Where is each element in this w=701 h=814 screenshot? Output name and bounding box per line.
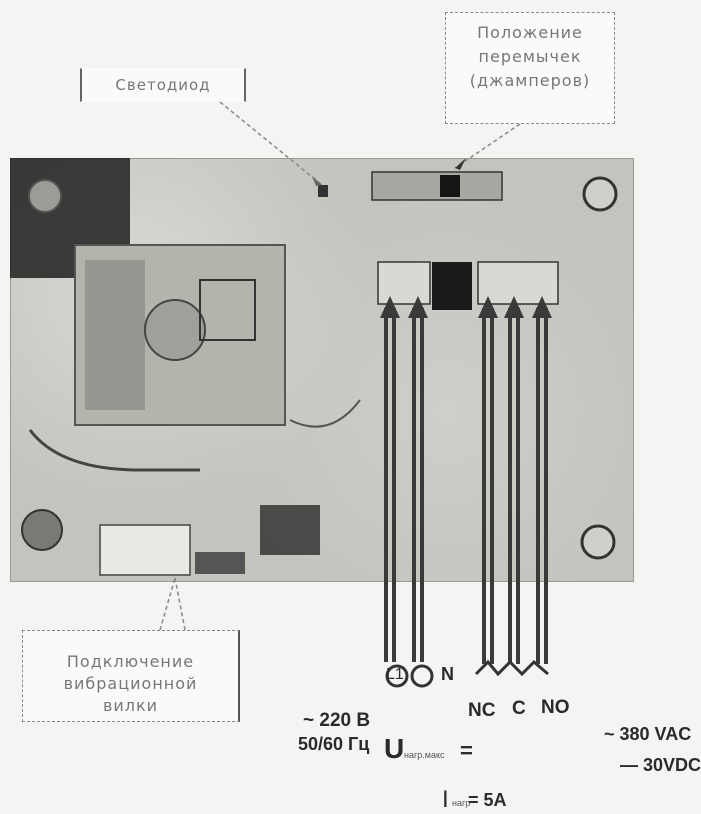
terminal-label-n: N	[441, 664, 454, 684]
arrow-c	[504, 296, 524, 318]
vibration-plug-callout: Подключение вибрационной вилки	[22, 630, 240, 722]
connector-small	[195, 552, 245, 574]
jumpers-label-line1: Положение	[477, 23, 583, 42]
dc-rating: — 30VDC	[620, 755, 701, 775]
callout-pointers	[159, 101, 521, 631]
chip	[199, 279, 256, 341]
arrow-nc	[478, 296, 498, 318]
current-rating: = 5А	[468, 790, 507, 810]
jumpers-label-line2: перемычек	[478, 47, 582, 66]
terminal-loop-n	[410, 664, 434, 688]
terminal-gap	[432, 262, 472, 310]
jumper-pointer	[454, 123, 521, 169]
pcb-trace	[289, 399, 361, 428]
wires	[384, 308, 548, 664]
terminal-ends-relay	[474, 659, 549, 677]
vib-pointer	[159, 577, 176, 631]
vib-pointer	[174, 577, 186, 631]
voltage-symbol: U	[384, 733, 405, 764]
current-symbol: I	[442, 786, 449, 813]
terminal-loop-l1	[385, 664, 409, 688]
ac-rating: ~ 380 VAC	[604, 724, 692, 744]
arrow-no	[532, 296, 552, 318]
relay-coil	[85, 260, 145, 410]
vib-label-line1: Подключение	[66, 652, 195, 671]
mounting-hole	[582, 176, 618, 212]
capacitor	[144, 299, 206, 361]
wire-arrows	[380, 296, 552, 318]
supply-frequency: 50/60 Гц	[298, 734, 370, 754]
led-pointer-arrow	[312, 176, 322, 186]
jumper	[440, 175, 460, 197]
mounting-hole	[28, 179, 62, 213]
arrow-l1	[380, 296, 400, 318]
jumpers-label-line3: (джамперов)	[469, 71, 591, 90]
arrow-n	[408, 296, 428, 318]
mounting-hole	[21, 509, 63, 551]
terminal-label-no: NO	[541, 697, 570, 718]
terminal-label-l1: L1	[386, 666, 404, 683]
current-subscript: нагр	[452, 798, 471, 808]
board-dark-area	[260, 505, 320, 555]
board-details	[10, 158, 618, 576]
jumper-block	[371, 171, 503, 201]
mounting-hole	[580, 524, 616, 560]
terminal-label-c: C	[512, 698, 526, 719]
voltage-equals: =	[460, 738, 473, 763]
terminal-label-nc: NC	[468, 700, 496, 721]
jumper-pointer-arrow	[455, 158, 466, 170]
terminal-block-power	[377, 261, 431, 305]
jumpers-callout: Положение перемычек (джамперов)	[445, 12, 615, 124]
vib-label-line2: вибрационной	[63, 674, 198, 693]
led-callout: Светодиод	[80, 68, 246, 102]
voltage-subscript: нагр.макс	[404, 750, 445, 760]
supply-voltage: ~ 220 В	[303, 710, 371, 731]
terminal-block-relay	[477, 261, 559, 305]
led-label: Светодиод	[115, 76, 211, 94]
led-pointer	[219, 101, 323, 186]
pcb-trace	[28, 429, 200, 472]
led-component	[318, 185, 328, 197]
vibration-plug-connector	[99, 524, 191, 576]
vib-label-line3: вилки	[102, 696, 159, 715]
